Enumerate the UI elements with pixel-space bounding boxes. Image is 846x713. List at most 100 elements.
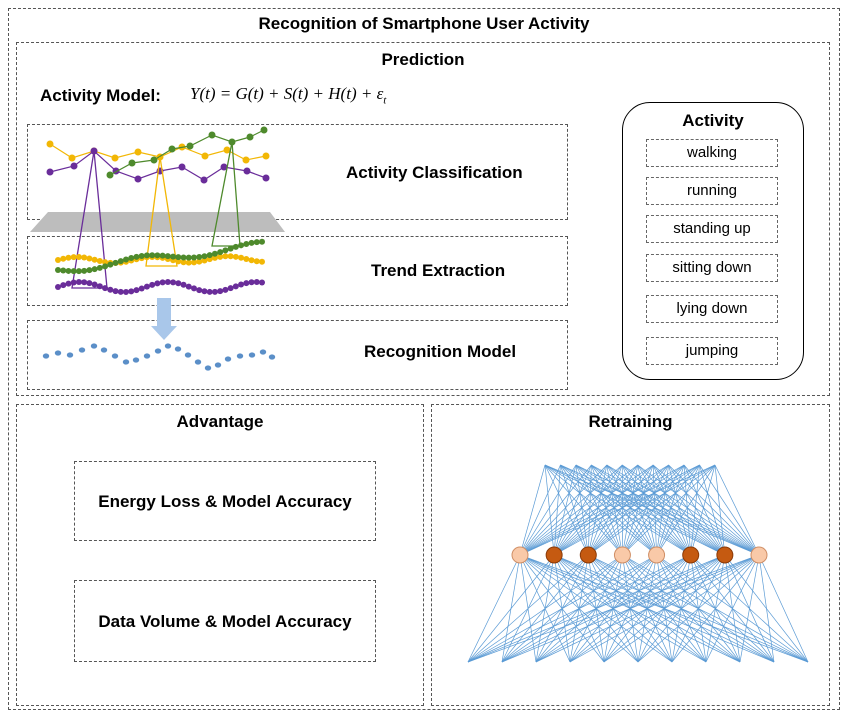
trend-yellow-point — [227, 253, 234, 260]
edge — [560, 464, 623, 556]
trend-purple-point — [206, 288, 213, 295]
edge — [553, 464, 608, 556]
trend-yellow-point — [81, 254, 88, 261]
advantage-title: Advantage — [176, 412, 264, 431]
edge — [560, 464, 589, 556]
projection-purple — [71, 150, 108, 289]
edge — [467, 554, 521, 663]
edge — [656, 464, 685, 556]
edge — [591, 464, 691, 556]
advantage-item-box-energy — [74, 461, 376, 541]
trend-purple-point — [86, 280, 93, 287]
edge — [519, 464, 592, 556]
trend-purple-point — [159, 279, 166, 286]
recognition-point — [111, 353, 119, 359]
recognition-point — [78, 347, 86, 353]
class-yellow-point — [262, 152, 270, 160]
edge — [606, 464, 623, 556]
trend-yellow-point — [175, 258, 182, 265]
trend-purple-point — [175, 280, 182, 287]
edge — [588, 464, 685, 556]
trend-yellow-point — [259, 258, 265, 265]
prediction-title: Prediction — [381, 50, 465, 69]
trend-purple-point — [217, 288, 224, 295]
edge — [467, 554, 623, 663]
class-purple-point — [262, 174, 270, 182]
trend-purple-point — [191, 285, 197, 292]
stage-label-trend: Trend Extraction — [371, 261, 506, 280]
trend-green-point — [138, 252, 145, 259]
edge — [621, 464, 657, 556]
class-yellow-point — [134, 148, 142, 156]
trend-purple-point — [180, 281, 187, 288]
class-green-point — [168, 145, 176, 153]
activity-panel — [622, 102, 804, 380]
edge — [553, 464, 700, 556]
edge — [467, 554, 657, 663]
stage-label-recognition: Recognition Model — [364, 342, 517, 361]
edge — [622, 464, 654, 556]
trend-purple-point — [65, 280, 72, 287]
trend-green-point — [81, 267, 88, 274]
trend-green-point — [117, 258, 124, 265]
edge — [714, 464, 726, 556]
edge — [622, 464, 685, 556]
trend-green-point — [232, 243, 239, 250]
stage-box-trend — [27, 236, 568, 306]
trend-green-point — [70, 268, 77, 275]
trend-purple-point — [232, 283, 239, 290]
recognition-point — [90, 343, 98, 349]
class-yellow-point — [223, 146, 231, 154]
trend-purple-point — [164, 279, 171, 286]
recognition-point — [54, 350, 62, 356]
class-purple-point — [243, 167, 251, 175]
trend-green-point — [175, 254, 182, 261]
trend-yellow-point — [65, 254, 72, 261]
edge — [519, 464, 561, 556]
main-title: Recognition of Smartphone User Activity — [258, 14, 590, 33]
trend-purple-point — [117, 288, 124, 295]
trend-purple-point — [70, 279, 77, 286]
edge — [575, 464, 691, 556]
class-yellow-point — [46, 140, 54, 148]
recognition-point — [259, 349, 267, 355]
activity-model-formula: Y(t) = G(t) + S(t) + H(t) + εt — [190, 84, 386, 106]
outer-frame — [8, 8, 840, 710]
trend-yellow-point — [196, 258, 203, 265]
edge — [637, 464, 692, 556]
class-yellow-point — [68, 154, 76, 162]
trend-purple-point — [91, 281, 98, 288]
edge — [519, 464, 716, 556]
activity-title: Activity — [682, 111, 744, 130]
edge — [553, 464, 669, 556]
trend-purple-point — [107, 286, 114, 293]
hidden-node — [750, 546, 768, 564]
trend-yellow-point — [75, 254, 82, 261]
edge — [519, 464, 685, 556]
trend-purple-point — [243, 280, 250, 287]
trend-green-point — [123, 256, 129, 263]
trend-purple-point — [253, 279, 260, 286]
trend-yellow-point — [238, 254, 245, 261]
trend-yellow-point — [102, 259, 109, 266]
trend-green-point — [154, 252, 161, 259]
trend-purple-point — [81, 279, 88, 286]
trend-purple-point — [227, 285, 234, 292]
edge — [575, 464, 657, 556]
recognition-point — [214, 362, 222, 368]
edge — [553, 464, 592, 556]
edge — [467, 554, 691, 663]
edge — [705, 554, 760, 663]
edge — [575, 464, 589, 556]
trend-yellow-point — [201, 257, 208, 264]
trend-green-point — [86, 267, 93, 274]
edge — [637, 554, 760, 663]
trend-green-point — [102, 263, 109, 270]
edge — [603, 554, 760, 663]
hidden-node — [716, 546, 734, 564]
class-yellow-point — [242, 156, 250, 164]
edge — [588, 464, 669, 556]
edge — [668, 464, 692, 556]
edge — [683, 464, 726, 556]
edge — [519, 464, 669, 556]
